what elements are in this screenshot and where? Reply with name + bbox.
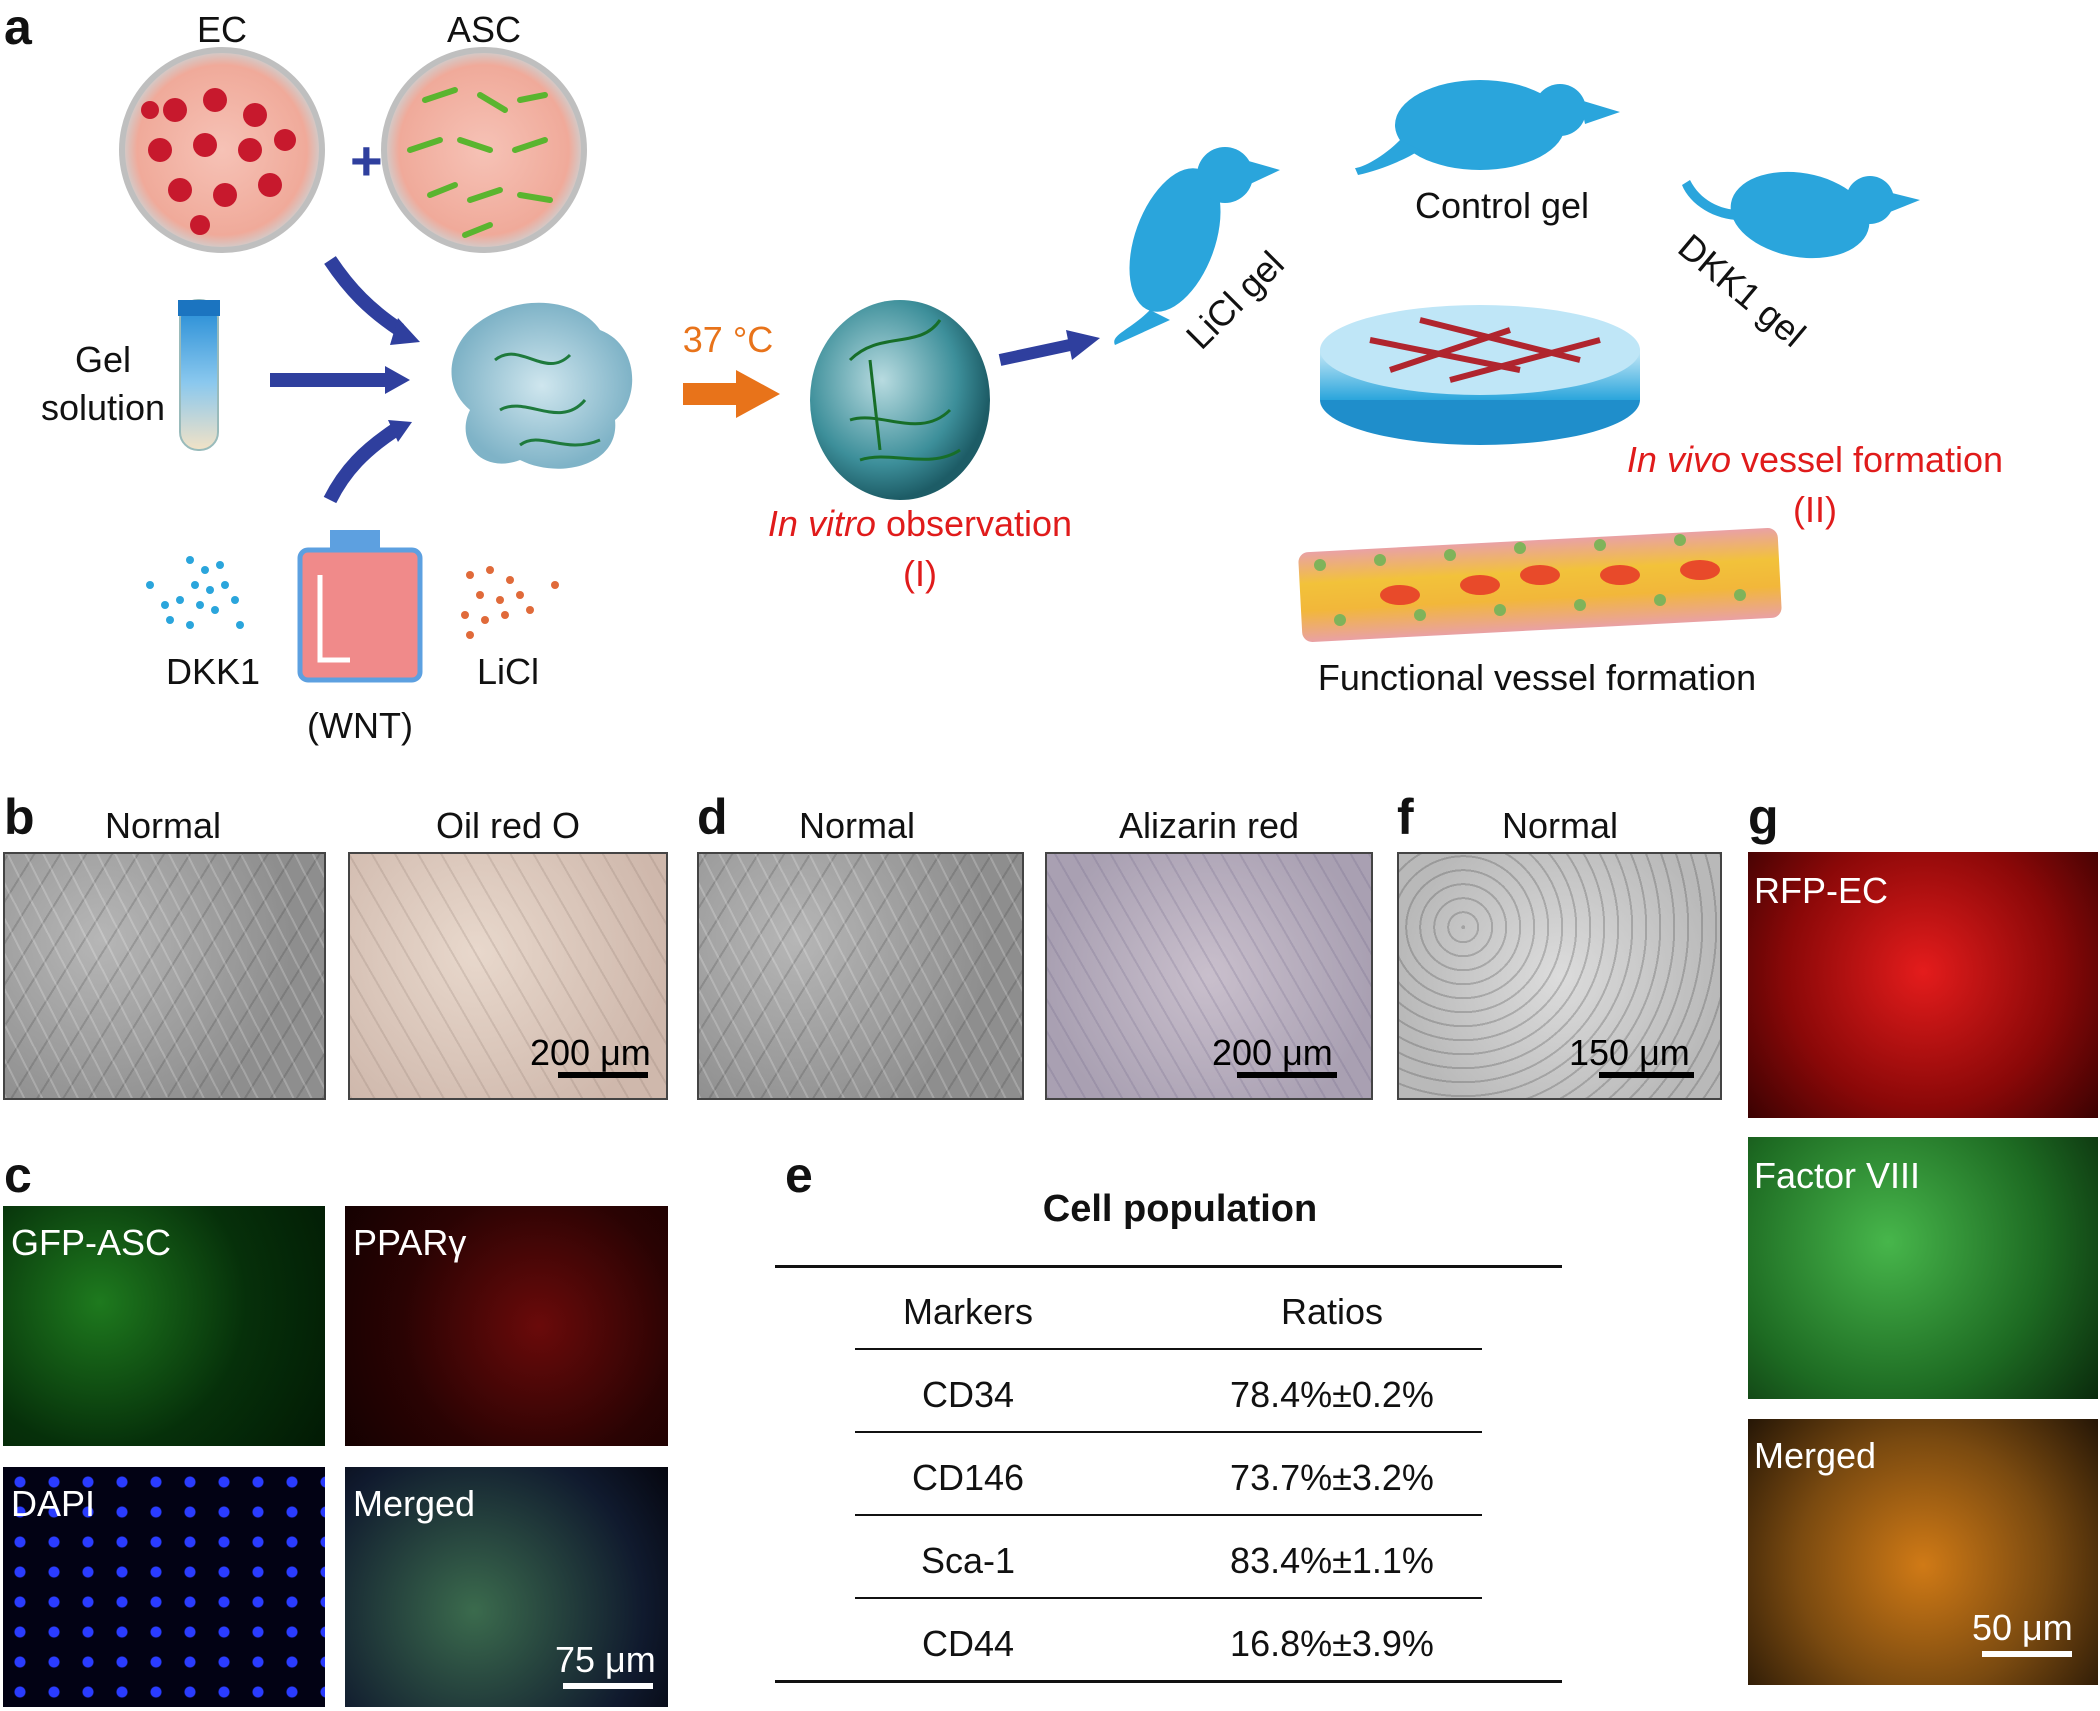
in-vitro-label: In vitro observation xyxy=(767,503,1073,544)
panel-f-scale-text: 150 μm xyxy=(1569,1032,1690,1073)
panel-e-label: e xyxy=(785,1147,813,1203)
table-header-rule xyxy=(855,1348,1482,1350)
panel-b-oil-red-image: 200 μm xyxy=(348,852,668,1100)
wnt-bottle xyxy=(297,530,423,683)
panel-g-label: g xyxy=(1748,789,1779,845)
in-vitro-number: (I) xyxy=(903,553,937,594)
panel-c-dapi-caption: DAPI xyxy=(11,1483,96,1524)
asc-dish xyxy=(381,47,587,253)
dkk1-label: DKK1 xyxy=(165,651,261,692)
gel-tube xyxy=(178,299,220,451)
temperature-label: 37 °C xyxy=(682,319,774,360)
table-bottom-rule xyxy=(775,1680,1562,1683)
table-row-rule xyxy=(855,1514,1482,1516)
dkk1-dots xyxy=(146,556,244,629)
mouse-control xyxy=(1355,80,1620,175)
ec-dish xyxy=(119,47,325,253)
vessel-illustration xyxy=(1298,528,1782,642)
plus-sign: + xyxy=(350,129,383,192)
panel-d-normal-title: Normal xyxy=(798,805,916,846)
panel-g-rfp-caption: RFP-EC xyxy=(1754,870,1888,911)
panel-g-rfp-image: RFP-EC xyxy=(1748,852,2098,1118)
panel-c-dapi-image: DAPI xyxy=(3,1467,325,1707)
panel-g-factor-image: Factor VIII xyxy=(1748,1137,2098,1399)
panel-c-merged-caption: Merged xyxy=(353,1483,476,1524)
orange-arrow xyxy=(683,370,780,418)
table-top-rule xyxy=(775,1265,1562,1268)
panel-f-normal-image: 150 μm xyxy=(1397,852,1722,1100)
table-row-rule xyxy=(855,1431,1482,1433)
licl-dots xyxy=(461,566,559,639)
table-marker-cd146: CD146 xyxy=(911,1457,1025,1498)
panel-f-normal-title: Normal xyxy=(1501,805,1619,846)
table-row-rule xyxy=(855,1597,1482,1599)
panel-b-normal-image xyxy=(3,852,326,1100)
panel-c-scale-text: 75 μm xyxy=(555,1639,656,1680)
panel-f-scale-bar xyxy=(1599,1072,1694,1078)
panel-b-stain-title: Oil red O xyxy=(435,805,581,846)
panel-d-stain-title: Alizarin red xyxy=(1118,805,1300,846)
table-ratio-cd34: 78.4%±0.2% xyxy=(1230,1374,1434,1415)
panel-d-alizarin-image: 200 μm xyxy=(1045,852,1373,1100)
in-vivo-number: (II) xyxy=(1793,489,1837,530)
licl-label: LiCl xyxy=(476,651,540,692)
panel-c-ppar-image: PPARγ xyxy=(345,1206,668,1446)
panel-g-factor-caption: Factor VIII xyxy=(1754,1155,1921,1196)
table-ratio-cd146: 73.7%±3.2% xyxy=(1230,1457,1434,1498)
control-gel-label: Control gel xyxy=(1414,185,1590,226)
panel-b-scale-bar xyxy=(558,1072,648,1078)
table-header-ratios: Ratios xyxy=(1280,1291,1384,1332)
table-marker-cd44: CD44 xyxy=(921,1623,1015,1664)
panel-g-merged-image: Merged 50 μm xyxy=(1748,1419,2098,1685)
panel-d-label: d xyxy=(697,789,728,845)
panel-c-label: c xyxy=(4,1147,32,1203)
wnt-label: (WNT) xyxy=(307,705,413,746)
functional-vessel-label: Functional vessel formation xyxy=(1317,657,1757,698)
mouse-licl xyxy=(1114,147,1280,345)
panel-c-merged-image: Merged 75 μm xyxy=(345,1467,668,1707)
panel-f-label: f xyxy=(1397,789,1414,845)
table-ratio-sca1: 83.4%±1.1% xyxy=(1230,1540,1434,1581)
gel-solution-line2: solution xyxy=(40,387,166,428)
panel-d-scale-bar xyxy=(1237,1072,1337,1078)
ec-label: EC xyxy=(196,9,248,50)
panel-g-scale-bar xyxy=(1982,1651,2072,1657)
panel-c-gfp-image: GFP-ASC xyxy=(3,1206,325,1446)
panel-b-label: b xyxy=(4,789,35,845)
gel-cloud xyxy=(451,302,633,469)
table-ratio-cd44: 16.8%±3.9% xyxy=(1230,1623,1434,1664)
in-vitro-gel-ball xyxy=(810,300,990,500)
panel-g-scale-text: 50 μm xyxy=(1972,1607,2073,1648)
in-vivo-dish xyxy=(1320,305,1640,445)
panel-b-scale-text: 200 μm xyxy=(530,1032,651,1073)
workflow-illustration: + xyxy=(119,47,1920,683)
panel-c-scale-bar xyxy=(563,1683,653,1689)
panel-a-label: a xyxy=(4,0,32,55)
panel-g-merged-caption: Merged xyxy=(1754,1435,1877,1476)
asc-label: ASC xyxy=(446,9,522,50)
table-marker-sca1: Sca-1 xyxy=(920,1540,1016,1581)
panel-d-normal-image xyxy=(697,852,1024,1100)
in-vivo-label: In vivo vessel formation xyxy=(1626,439,2004,480)
mouse-dkk1 xyxy=(1682,171,1920,259)
panel-c-ppar-caption: PPARγ xyxy=(353,1222,467,1263)
panel-c-gfp-caption: GFP-ASC xyxy=(11,1222,172,1263)
gel-solution-line1: Gel xyxy=(74,339,132,380)
cell-population-title: Cell population xyxy=(1042,1188,1318,1230)
panel-d-scale-text: 200 μm xyxy=(1212,1032,1333,1073)
panel-b-normal-title: Normal xyxy=(104,805,222,846)
table-marker-cd34: CD34 xyxy=(921,1374,1015,1415)
table-header-markers: Markers xyxy=(902,1291,1034,1332)
